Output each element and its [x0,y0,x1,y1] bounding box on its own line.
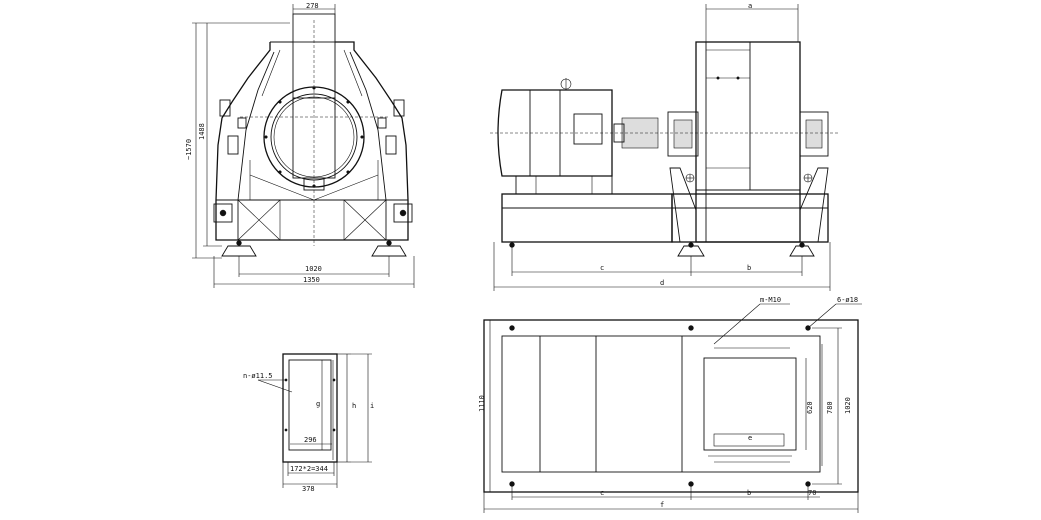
side-dim-c: c [600,264,604,272]
plan-dim-1020: 1020 [844,397,852,414]
front-view: 278 [185,2,415,288]
plan-dim-f: f [660,501,664,509]
front-dim-base-outer: 1350 [303,276,320,284]
side-view: a [490,2,840,291]
front-dim-height-body: 1488 [198,123,206,140]
flange-dim-i: i [370,402,374,410]
flange-hole-note: n-ø11.5 [243,372,273,380]
side-dim-d: d [660,279,664,287]
flange-view: n-ø11.5 296 172*2=344 378 g h i [243,353,374,493]
flange-dim-outer-w: 378 [302,485,315,493]
front-dim-height-total: ~1570 [185,139,193,160]
flange-dim-bolt-spacing: 172*2=344 [290,465,328,473]
flange-dim-h: h [352,402,356,410]
plan-view: e m-M10 6-ø18 1110 620 780 1020 c b 70 [478,296,862,513]
plan-hole-note: 6-ø18 [837,296,858,304]
plan-dim-620: 620 [806,401,814,414]
plan-dim-b: b [747,489,751,497]
flange-dim-inner-w: 296 [304,436,317,444]
plan-dim-70: 70 [808,489,816,497]
plan-dim-c: c [600,489,604,497]
front-dim-base-inner: 1020 [305,265,322,273]
plan-dim-780: 780 [826,401,834,414]
plan-dim-e: e [748,434,752,442]
plan-bolt-note: m-M10 [760,296,781,304]
side-dim-top: a [748,2,752,10]
flange-dim-g: g [316,400,320,408]
front-dim-top: 278 [306,2,319,10]
side-dim-b: b [747,264,751,272]
plan-dim-width: 1110 [478,395,486,412]
